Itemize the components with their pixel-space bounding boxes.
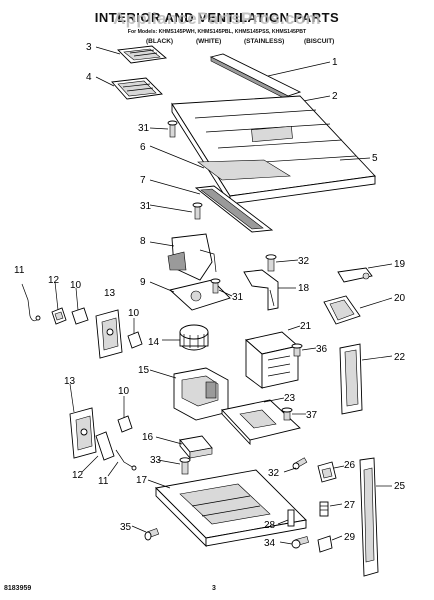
callout-10a: 10 xyxy=(70,280,82,291)
part-23-mounting-plate[interactable] xyxy=(221,399,301,446)
part-16-switch[interactable] xyxy=(179,435,213,460)
part-35-screw[interactable] xyxy=(144,528,160,541)
part-6-insulation[interactable] xyxy=(197,159,291,181)
part-7-duct-seal[interactable] xyxy=(194,185,274,233)
finish-black: (BLACK) xyxy=(146,38,174,45)
part-8-damper[interactable] xyxy=(167,233,217,281)
document-code: 8183959 xyxy=(4,585,32,592)
callout-36: 36 xyxy=(316,344,328,355)
part-26-latch-lever[interactable] xyxy=(317,461,337,483)
part-10-switch-d[interactable] xyxy=(117,415,133,433)
part-34-screw[interactable] xyxy=(291,536,309,549)
callout-7: 7 xyxy=(140,175,146,186)
part-11-wire-b[interactable] xyxy=(115,449,137,471)
callout-33: 33 xyxy=(150,455,162,466)
callout-11a: 11 xyxy=(14,265,25,276)
part-10-switch-b[interactable] xyxy=(71,307,89,325)
page-title: INTERIOR AND VENTILATION PARTS xyxy=(94,10,340,25)
callout-12b: 12 xyxy=(72,470,84,481)
callout-31a: 31 xyxy=(138,123,150,134)
callout-18: 18 xyxy=(298,283,310,294)
callout-34: 34 xyxy=(264,538,276,549)
model-list: For Models: KHMS145PWH, KHMS145PBL, KHMS… xyxy=(127,29,307,35)
callout-22: 22 xyxy=(394,352,406,363)
part-25-door-support[interactable] xyxy=(359,457,379,577)
callout-11b: 11 xyxy=(98,476,109,487)
callout-13b: 13 xyxy=(64,376,76,387)
callout-10c: 10 xyxy=(118,386,130,397)
part-18-latch[interactable] xyxy=(243,269,279,311)
part-31-screw-a[interactable] xyxy=(167,120,178,138)
part-33-screw[interactable] xyxy=(179,457,191,475)
finish-stainless: (STAINLESS) xyxy=(244,38,285,45)
part-10-switch-c[interactable] xyxy=(127,331,143,349)
part-17-bottom-tray[interactable] xyxy=(155,469,307,548)
part-13-interlock-bracket-a[interactable] xyxy=(95,309,123,359)
callout-23: 23 xyxy=(284,393,296,404)
part-37-screw[interactable] xyxy=(281,407,293,421)
callout-31c: 31 xyxy=(232,292,244,303)
callout-5: 5 xyxy=(372,153,378,164)
callout-2: 2 xyxy=(332,91,338,102)
part-27-spring[interactable] xyxy=(319,501,329,517)
part-1-vent-grille[interactable] xyxy=(209,53,302,101)
callout-10b: 10 xyxy=(128,308,140,319)
callout-9: 9 xyxy=(140,277,146,288)
callout-25: 25 xyxy=(394,481,406,492)
finish-white: (WHITE) xyxy=(196,38,222,45)
finish-biscuit: (BISCUIT) xyxy=(304,38,335,45)
part-31-screw-b[interactable] xyxy=(192,202,203,220)
watermark: AppliancePartsPros.com xyxy=(113,9,321,28)
finish-labels: (BLACK) (WHITE) (STAINLESS) (BISCUIT) xyxy=(0,38,434,48)
part-32-screw-b[interactable] xyxy=(292,457,308,470)
callout-20: 20 xyxy=(394,293,406,304)
part-4-charcoal-filter[interactable] xyxy=(111,77,163,100)
callout-15: 15 xyxy=(138,365,150,376)
callout-8: 8 xyxy=(140,236,146,247)
callout-31b: 31 xyxy=(140,201,152,212)
callout-27: 27 xyxy=(344,500,356,511)
callout-6: 6 xyxy=(140,142,146,153)
part-20-light-lens[interactable] xyxy=(323,295,361,325)
callout-26: 26 xyxy=(344,460,356,471)
part-28-pin[interactable] xyxy=(287,509,295,527)
part-13-interlock-bracket-b[interactable] xyxy=(69,407,97,459)
callout-19: 19 xyxy=(394,259,406,270)
callout-13a: 13 xyxy=(104,288,116,299)
part-36-screw[interactable] xyxy=(291,343,303,357)
callout-32a: 32 xyxy=(298,256,310,267)
callout-21: 21 xyxy=(300,321,312,332)
page-number: 3 xyxy=(212,585,216,592)
callout-14: 14 xyxy=(148,337,160,348)
part-9-bracket[interactable] xyxy=(169,279,231,311)
callout-16: 16 xyxy=(142,432,154,443)
part-31-screw-c[interactable] xyxy=(210,278,221,294)
callout-37: 37 xyxy=(306,410,318,421)
callout-28: 28 xyxy=(264,520,276,531)
part-29-clip[interactable] xyxy=(317,535,333,553)
callout-29: 29 xyxy=(344,532,356,543)
part-12-switch-e[interactable] xyxy=(95,431,115,461)
part-11-wire-a[interactable] xyxy=(21,283,41,322)
part-12-switch-a[interactable] xyxy=(51,307,67,325)
part-3-grease-filter[interactable] xyxy=(117,45,168,64)
callout-1: 1 xyxy=(332,57,338,68)
part-19-lamp-socket[interactable] xyxy=(337,267,373,283)
part-32-screw-a[interactable] xyxy=(265,254,277,272)
callout-17: 17 xyxy=(136,475,148,486)
callout-12a: 12 xyxy=(48,275,60,286)
part-14-blower-wheel[interactable] xyxy=(179,324,209,351)
part-21-transformer[interactable] xyxy=(245,331,299,389)
callout-35: 35 xyxy=(120,522,132,533)
part-15-blower-housing[interactable] xyxy=(173,367,229,421)
part-22-side-panel[interactable] xyxy=(339,343,363,415)
callout-4: 4 xyxy=(86,72,92,83)
callout-3: 3 xyxy=(86,42,92,53)
callout-32b: 32 xyxy=(268,468,280,479)
